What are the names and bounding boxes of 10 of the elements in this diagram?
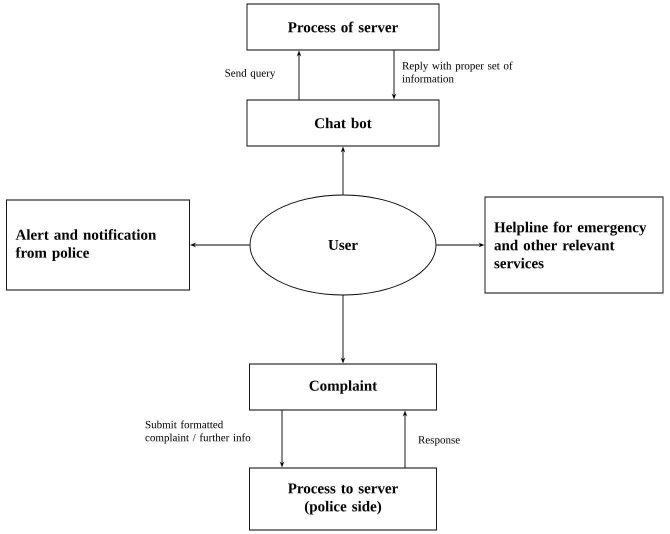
edge-label: Response xyxy=(418,436,460,446)
edge-label: Send query xyxy=(225,69,276,79)
edge-label: Reply with proper set of information xyxy=(402,62,513,82)
process-box: Chat bot xyxy=(246,100,440,146)
edge-label: Submit formatted complaint / further info xyxy=(145,420,250,444)
process-box: Complaint xyxy=(249,364,437,410)
process-box: Alert and notification from police xyxy=(6,200,190,290)
process-box: Helpline for emergency and other relevant services xyxy=(484,196,664,294)
process-box: Process to server (police side) xyxy=(249,468,437,530)
process-box: Process of server xyxy=(246,4,440,50)
